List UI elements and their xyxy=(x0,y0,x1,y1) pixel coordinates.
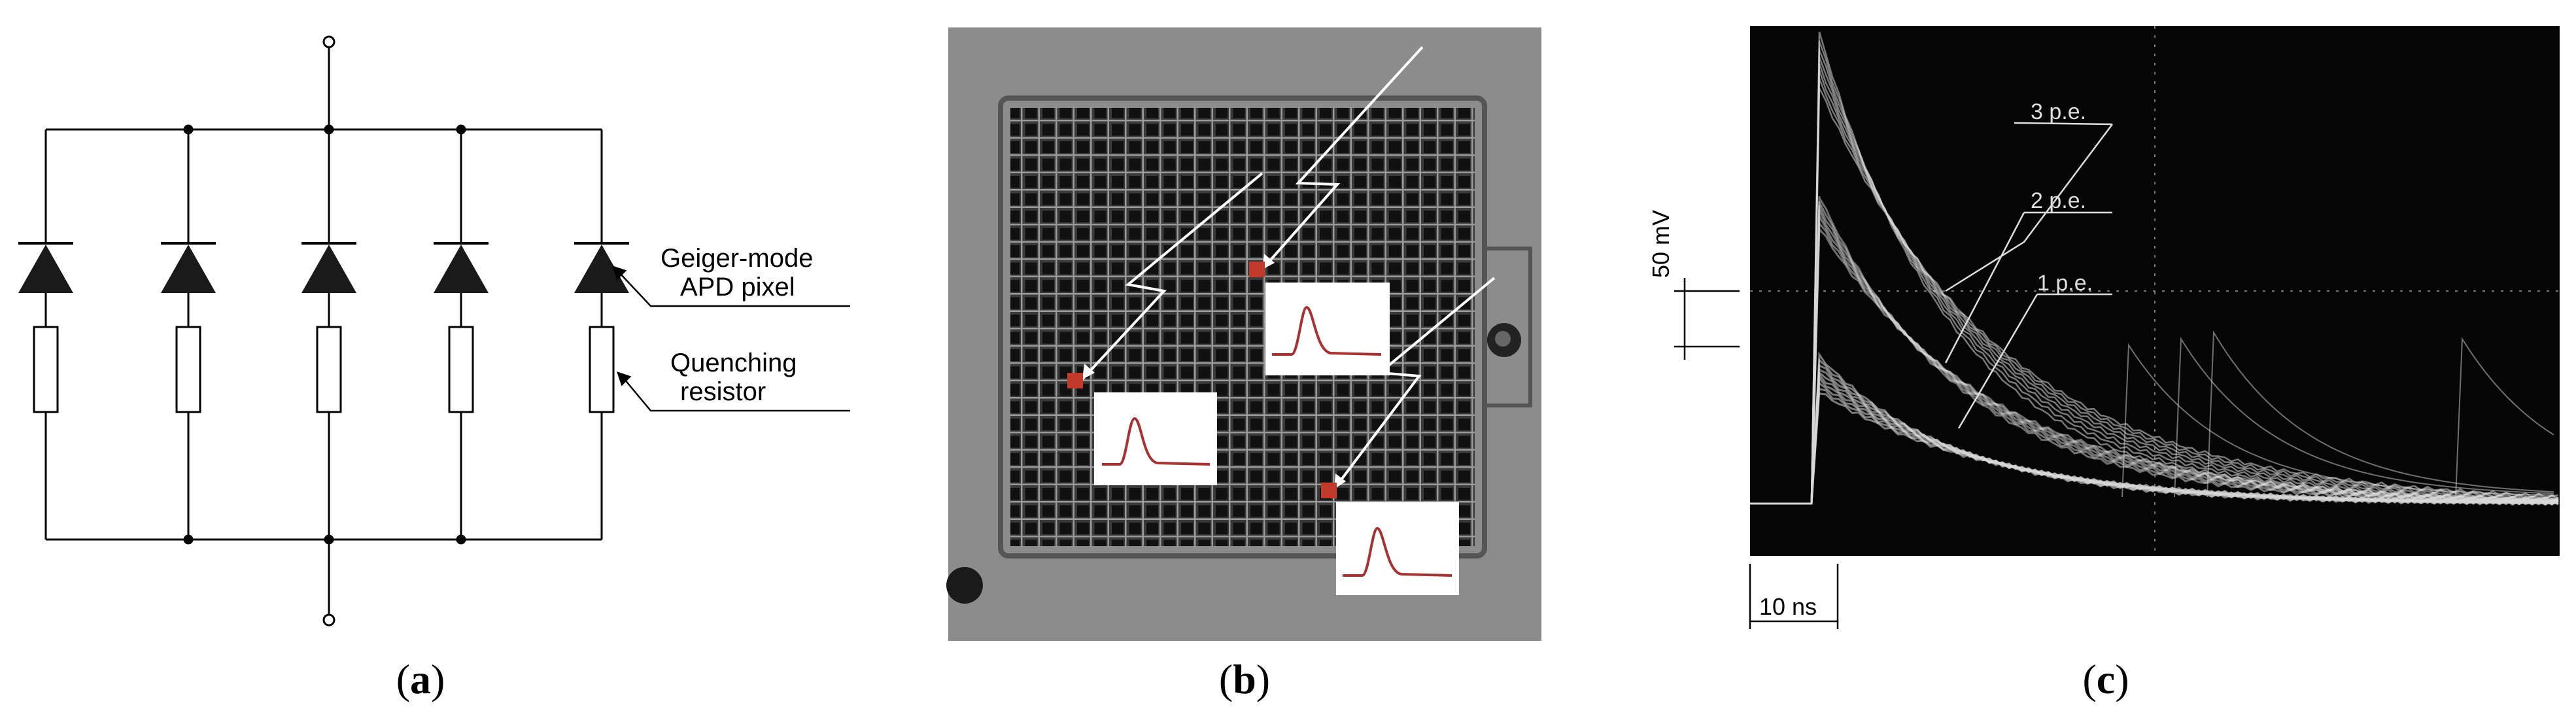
quenching-resistor xyxy=(316,326,342,413)
time-scale-label: 10 ns xyxy=(1759,593,1817,620)
pe3-leader-underline xyxy=(2014,122,2113,126)
panel-b-caption: (b) xyxy=(1219,656,1270,702)
apd-pixel-2 xyxy=(161,129,216,540)
pe-label-2: 2 p.e. xyxy=(2031,188,2086,213)
apd-pixel-5 xyxy=(574,129,629,540)
pulse-waveform xyxy=(1343,526,1452,577)
trace-3pe xyxy=(1750,87,2559,505)
afterpulse-trace xyxy=(2207,330,2554,498)
pulse-inset-background xyxy=(1094,392,1217,485)
diode-triangle xyxy=(161,245,216,293)
quenching-resistor xyxy=(33,326,59,413)
pixel-matrix xyxy=(1010,108,1475,546)
pe-label-leaders xyxy=(1944,122,2113,429)
pe-label-1: 1 p.e. xyxy=(2037,271,2093,296)
hit-pixel-2 xyxy=(1249,262,1265,277)
photon-arrow-1 xyxy=(1081,172,1263,381)
pulse-waveform xyxy=(1272,305,1382,356)
afterpulse-trace xyxy=(2174,336,2554,498)
quenching-resistor xyxy=(175,326,201,413)
diode-triangle xyxy=(574,245,629,293)
voltage-scale-label: 50 mV xyxy=(1647,210,1674,278)
panel-a-circuit-diagram xyxy=(46,35,602,627)
panel-c-caption: (c) xyxy=(2082,656,2129,702)
corner-hole xyxy=(946,567,983,604)
resistor-label-line2: resistor xyxy=(680,377,766,406)
quenching-resistor xyxy=(589,326,615,413)
panel-b-hit-pixels xyxy=(1067,262,1337,498)
hit-pixel-1 xyxy=(1067,373,1083,388)
apd-leader-line xyxy=(619,273,850,307)
diode-triangle xyxy=(301,245,356,293)
time-scale-bar xyxy=(1749,564,1839,629)
afterpulse-trace xyxy=(2455,336,2554,498)
pulse-inset-1 xyxy=(1094,392,1217,485)
trace-3pe xyxy=(1750,48,2559,505)
arrowhead-1 xyxy=(1082,364,1095,379)
pe2-leader xyxy=(1944,212,2025,364)
pulse-inset-background xyxy=(1336,502,1459,595)
hit-pixel-3 xyxy=(1321,483,1337,498)
panel-b-chip-photo xyxy=(946,27,1541,641)
panel-b-photon-arrows xyxy=(1081,46,1496,490)
bond-pad-highlight xyxy=(1495,331,1511,347)
top-terminal xyxy=(322,35,335,48)
apd-pixel-3 xyxy=(301,129,356,540)
apd-pixel-1 xyxy=(18,129,73,540)
pulse-inset-3 xyxy=(1336,502,1459,595)
quenching-resistor xyxy=(448,326,474,413)
scope-traces xyxy=(1750,31,2559,506)
arrowhead-2 xyxy=(1262,254,1275,269)
panel-b-pulse-insets xyxy=(1094,283,1459,595)
pe-label-3: 3 p.e. xyxy=(2031,99,2086,124)
resistor-label-line1: Quenching xyxy=(670,349,797,377)
pe1-leader xyxy=(1957,294,2038,429)
apd-leader-arrow xyxy=(612,266,627,281)
photon-arrow-3 xyxy=(1333,277,1496,490)
diode-triangle xyxy=(18,245,73,293)
contact-trace xyxy=(1485,247,1532,407)
trace-3pe xyxy=(1750,40,2559,505)
pe3-leader xyxy=(1945,124,2113,292)
panel-a-leaders xyxy=(612,266,850,412)
pulse-inset-2 xyxy=(1265,283,1390,375)
apd-label-line1: Geiger-mode xyxy=(661,244,813,273)
apd-pixel-branches xyxy=(18,129,629,540)
panel-a-caption: (a) xyxy=(396,656,445,702)
bottom-terminal xyxy=(322,613,335,627)
voltage-scale-bar xyxy=(1674,278,1740,360)
photon-arrow-2 xyxy=(1261,46,1424,271)
resistor-leader-arrow xyxy=(617,371,632,387)
chip-guard-ring xyxy=(998,95,1487,559)
apd-pixel-4 xyxy=(434,129,489,540)
trace-3pe xyxy=(1750,31,2559,505)
panel-b-arrowheads xyxy=(1082,254,1346,489)
arrowhead-3 xyxy=(1334,473,1346,489)
pulse-waveform xyxy=(1102,417,1211,466)
pulse-inset-background xyxy=(1265,283,1390,375)
apd-label-line2: APD pixel xyxy=(680,273,795,301)
resistor-leader-line xyxy=(624,379,850,412)
afterpulse-trace xyxy=(2121,343,2554,498)
diode-triangle xyxy=(434,245,489,293)
